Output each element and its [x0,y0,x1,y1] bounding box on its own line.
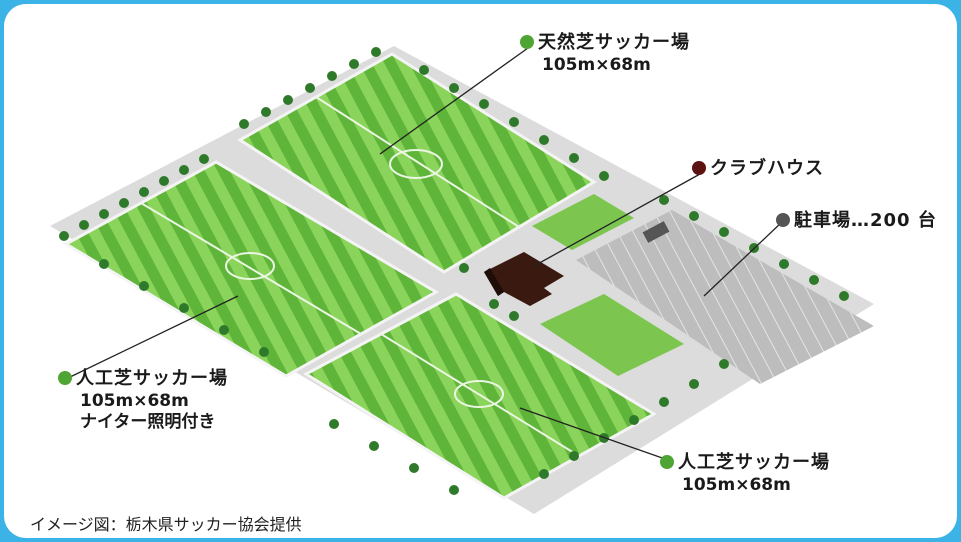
diagram-frame: 天然芝サッカー場 105m×68m クラブハウス 駐車場…200 台 人工芝サッ… [4,4,957,538]
clubhouse-marker-icon [692,161,706,175]
leader-artificial-right [519,407,669,461]
leader-natural-field [379,47,529,155]
natural-field-title: 天然芝サッカー場 [538,32,690,53]
label-clubhouse: クラブハウス [692,158,824,181]
leader-clubhouse [533,173,701,267]
artificial-right-size: 105m×68m [682,474,791,495]
leader-lines [67,47,783,461]
label-artificial-field-left: 人工芝サッカー場 105m×68m ナイター照明付き [58,368,228,433]
natural-turf-field [237,52,597,274]
mini-lawn [532,194,634,250]
artificial-turf-field-right [303,292,657,500]
parking-marker-icon [776,213,790,227]
label-artificial-field-right: 人工芝サッカー場 105m×68m [660,452,830,496]
artificial-left-note: ナイター照明付き [80,411,216,432]
clubhouse-building [484,252,564,306]
field-marker-icon [520,35,534,49]
facility-map [50,46,874,514]
artificial-right-title: 人工芝サッカー場 [678,452,830,473]
parking-lot [576,210,874,384]
clubhouse-title: クラブハウス [710,158,824,179]
label-parking: 駐車場…200 台 [776,210,937,233]
natural-field-size: 105m×68m [542,54,651,75]
image-caption: イメージ図：栃木県サッカー協会提供 [30,515,302,534]
artificial-left-title: 人工芝サッカー場 [76,368,228,389]
label-natural-field: 天然芝サッカー場 105m×68m [520,32,690,76]
field-marker-icon [660,455,674,469]
artificial-left-size: 105m×68m [80,390,189,411]
leader-artificial-left [67,295,239,379]
field-marker-icon [58,371,72,385]
parking-title: 駐車場…200 台 [794,210,937,231]
mini-lawn [540,294,684,376]
tree-row [59,47,849,495]
site-ground [50,46,874,514]
leader-parking [703,221,783,297]
artificial-turf-field-left [62,160,440,378]
